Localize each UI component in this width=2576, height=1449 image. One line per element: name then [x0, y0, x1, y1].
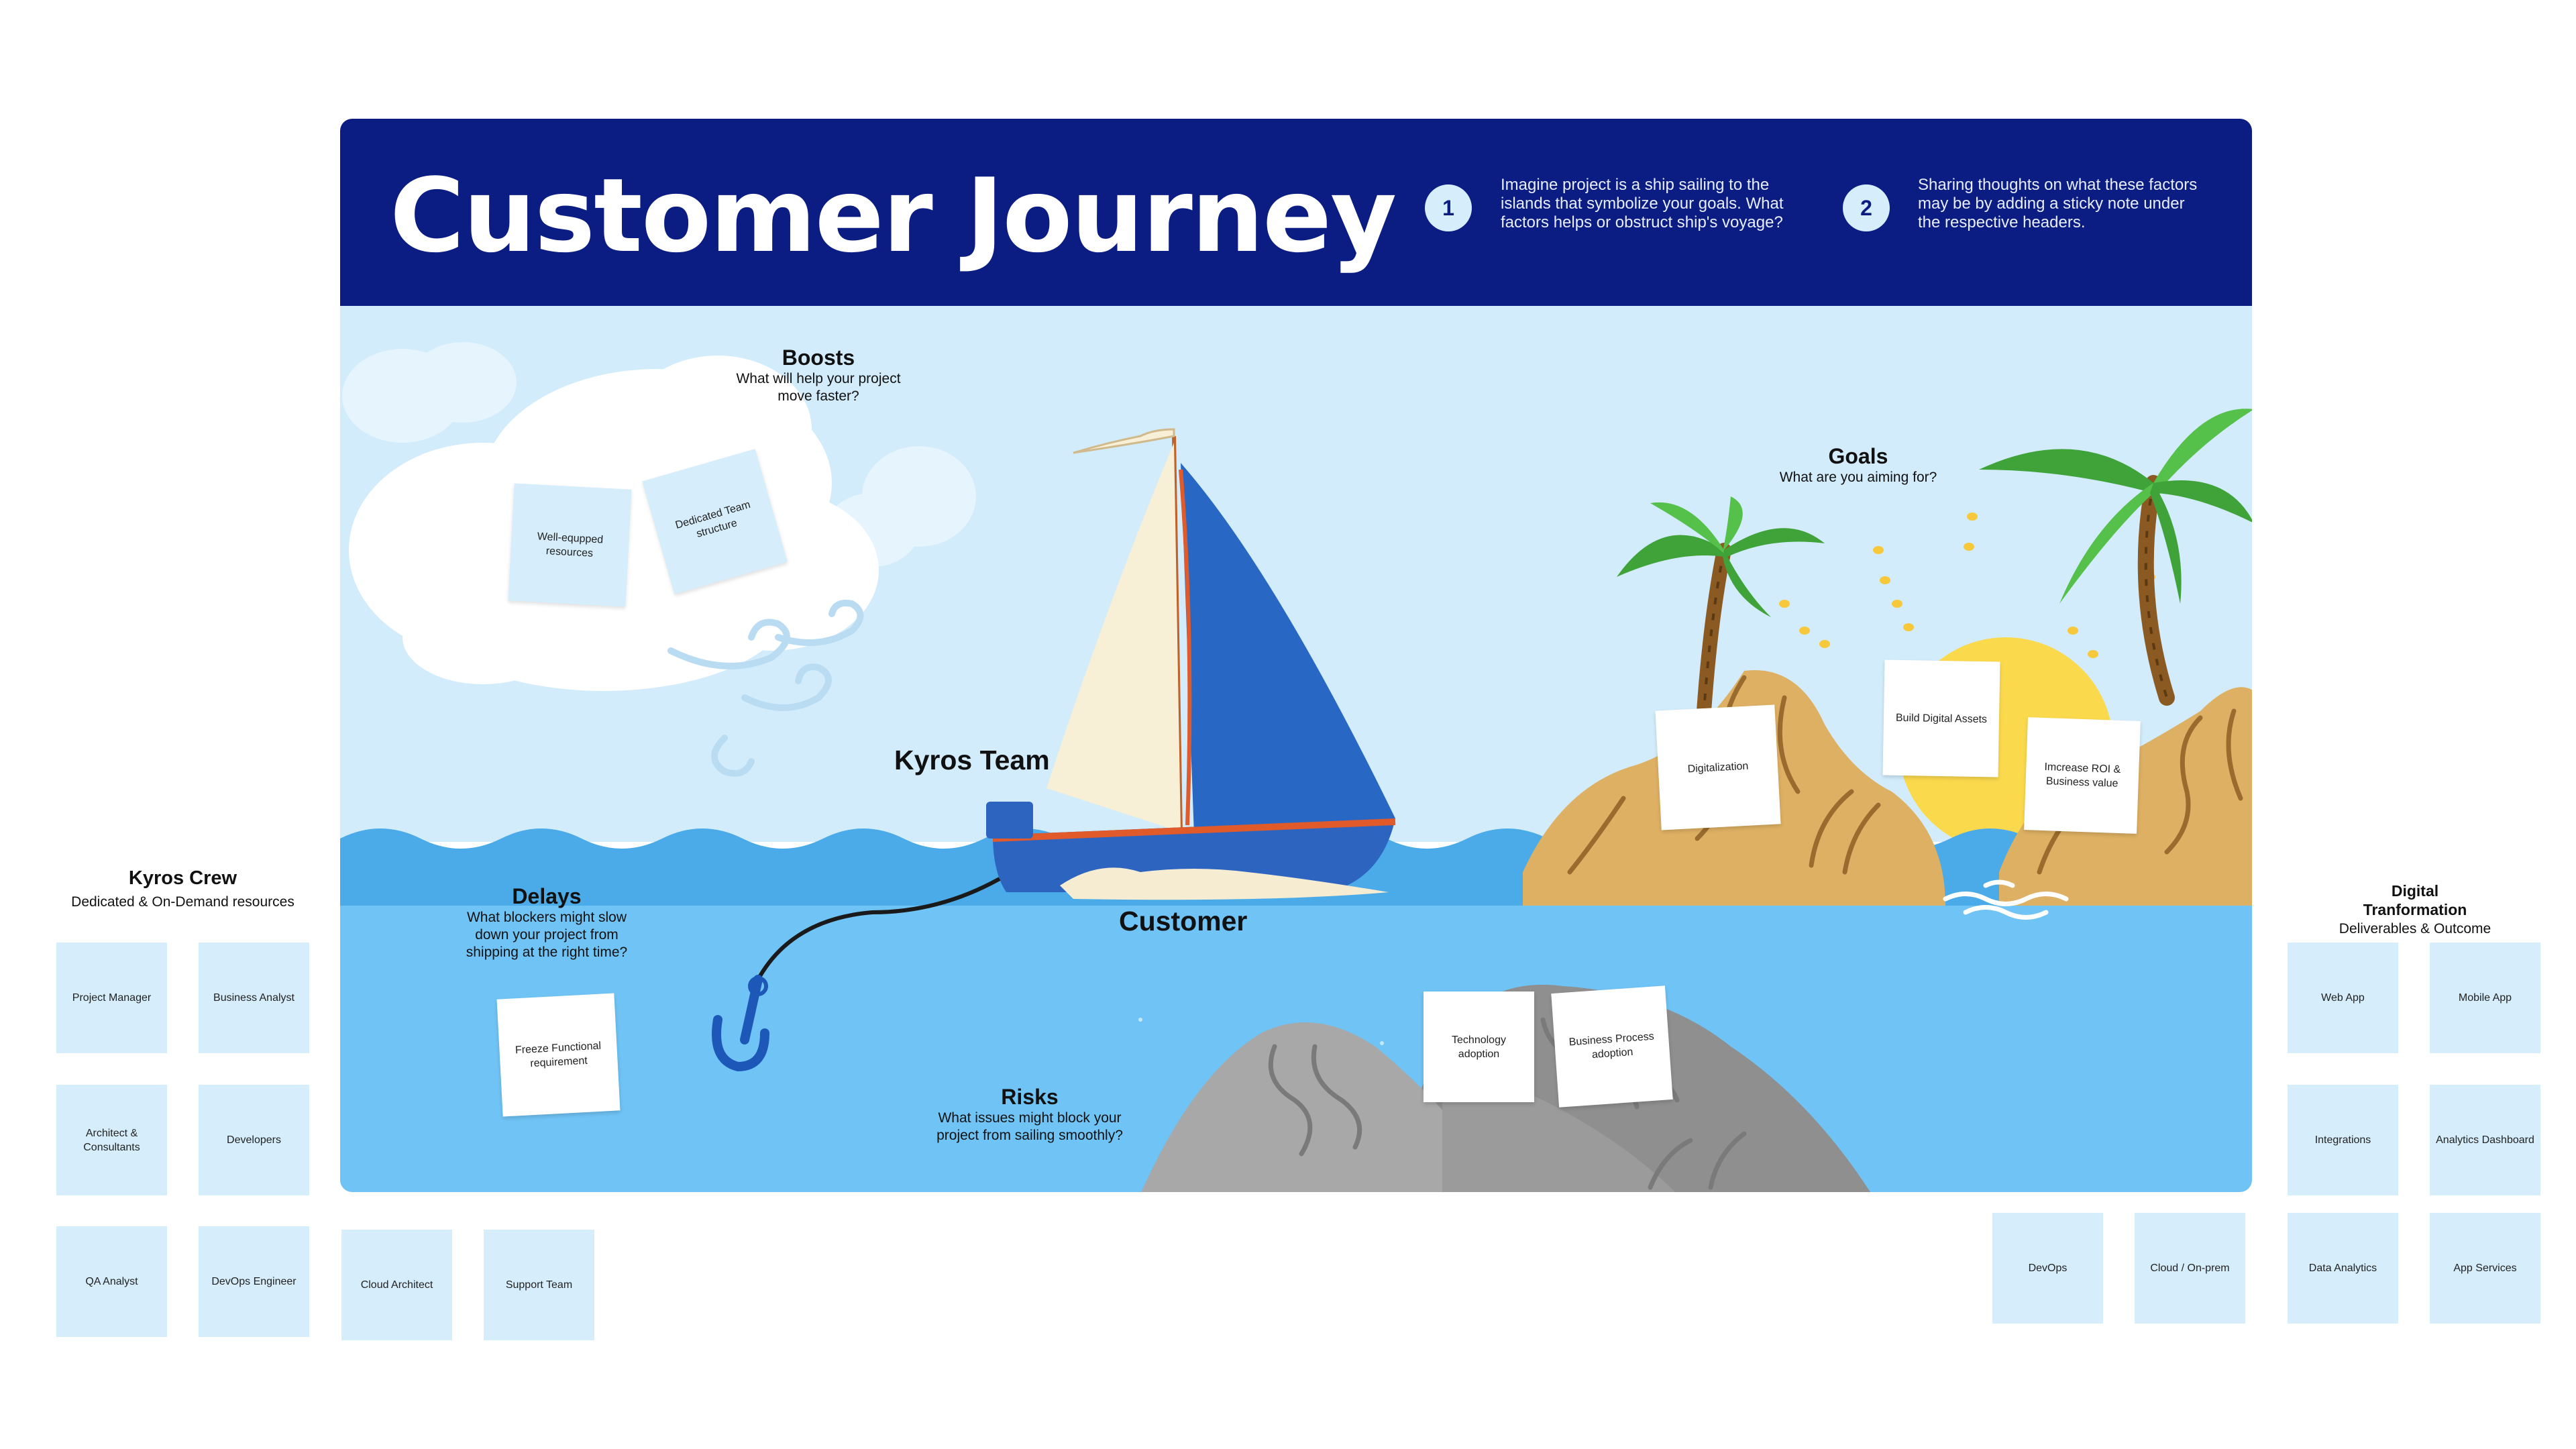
- palm-tree-icon: [1617, 409, 2252, 718]
- page-title: Customer Journey: [390, 156, 1397, 275]
- deliverable-sticky[interactable]: DevOps: [1992, 1213, 2103, 1324]
- kyros-crew-title: Kyros Crew: [128, 867, 237, 889]
- delays-section: Delays What blockers might slow down you…: [436, 884, 657, 961]
- deliverable-sticky[interactable]: Data Analytics: [2288, 1213, 2398, 1324]
- journey-board: Customer Journey 1 Imagine project is a …: [340, 119, 2252, 1192]
- risks-note[interactable]: Technology adoption: [1424, 991, 1534, 1102]
- delays-note[interactable]: Freeze Functional requirement: [496, 993, 621, 1117]
- crew-sticky[interactable]: Business Analyst: [199, 943, 309, 1053]
- crew-sticky[interactable]: Cloud Architect: [341, 1230, 452, 1340]
- deliverable-sticky[interactable]: Analytics Dashboard: [2430, 1085, 2540, 1195]
- crew-sticky[interactable]: DevOps Engineer: [199, 1226, 309, 1337]
- boosts-note[interactable]: Well-equpped resources: [508, 483, 632, 607]
- goals-note[interactable]: Imcrease ROI & Business value: [2024, 717, 2141, 834]
- boosts-subtitle-2: move faster?: [777, 388, 859, 404]
- delays-subtitle-2: down your project from: [475, 927, 619, 943]
- risks-title: Risks: [1001, 1085, 1059, 1109]
- wind-icon: [667, 600, 864, 777]
- team-label: Kyros Team: [894, 745, 1050, 775]
- customer-label: Customer: [1119, 906, 1248, 936]
- ship-icon: [986, 428, 1396, 900]
- background-clouds: [342, 342, 976, 567]
- header-banner: Customer Journey 1 Imagine project is a …: [340, 119, 2252, 306]
- goals-section: Goals What are you aiming for?: [1751, 444, 1966, 486]
- crew-sticky[interactable]: Developers: [199, 1085, 309, 1195]
- step-1-text: Imagine project is a ship sailing to the…: [1501, 176, 1784, 231]
- step-2-badge: 2: [1843, 184, 1890, 231]
- risks-section: Risks What issues might block your proje…: [919, 1085, 1140, 1144]
- deliverable-sticky[interactable]: Mobile App: [2430, 943, 2540, 1053]
- digital-transformation-title-1: Digital: [2391, 882, 2439, 900]
- digital-transformation-title-2: Tranformation: [2363, 901, 2467, 918]
- deliverable-sticky[interactable]: App Services: [2430, 1213, 2540, 1324]
- goals-note[interactable]: Digitalization: [1655, 704, 1781, 830]
- boosts-title: Boosts: [782, 345, 855, 370]
- crew-sticky[interactable]: Architect & Consultants: [56, 1085, 167, 1195]
- risks-note[interactable]: Business Process adoption: [1551, 985, 1673, 1108]
- deliverable-sticky[interactable]: Web App: [2288, 943, 2398, 1053]
- delays-subtitle-3: shipping at the right time?: [466, 945, 628, 960]
- delays-subtitle-1: What blockers might slow: [466, 910, 627, 925]
- goals-subtitle: What are you aiming for?: [1779, 470, 1937, 485]
- deliverable-sticky[interactable]: Cloud / On-prem: [2135, 1213, 2245, 1324]
- goals-note[interactable]: Build Digital Assets: [1882, 659, 2000, 777]
- delays-title: Delays: [512, 884, 582, 908]
- risks-subtitle-1: What issues might block your: [938, 1110, 1122, 1126]
- goals-title: Goals: [1828, 444, 1888, 468]
- boosts-section: Boosts What will help your project move …: [698, 345, 939, 405]
- risks-subtitle-2: project from sailing smoothly?: [936, 1128, 1123, 1143]
- crew-sticky[interactable]: Support Team: [484, 1230, 594, 1340]
- step-2-text: Sharing thoughts on what these factors m…: [1918, 176, 2198, 231]
- crew-sticky[interactable]: Project Manager: [56, 943, 167, 1053]
- hook-icon: [712, 877, 1001, 1072]
- deliverable-sticky[interactable]: Integrations: [2288, 1085, 2398, 1195]
- digital-transformation-subtitle: Deliverables & Outcome: [2339, 921, 2491, 936]
- kyros-crew-subtitle: Dedicated & On-Demand resources: [71, 894, 294, 910]
- step-1-badge: 1: [1425, 184, 1472, 231]
- crew-sticky[interactable]: QA Analyst: [56, 1226, 167, 1337]
- boosts-subtitle-1: What will help your project: [736, 371, 901, 386]
